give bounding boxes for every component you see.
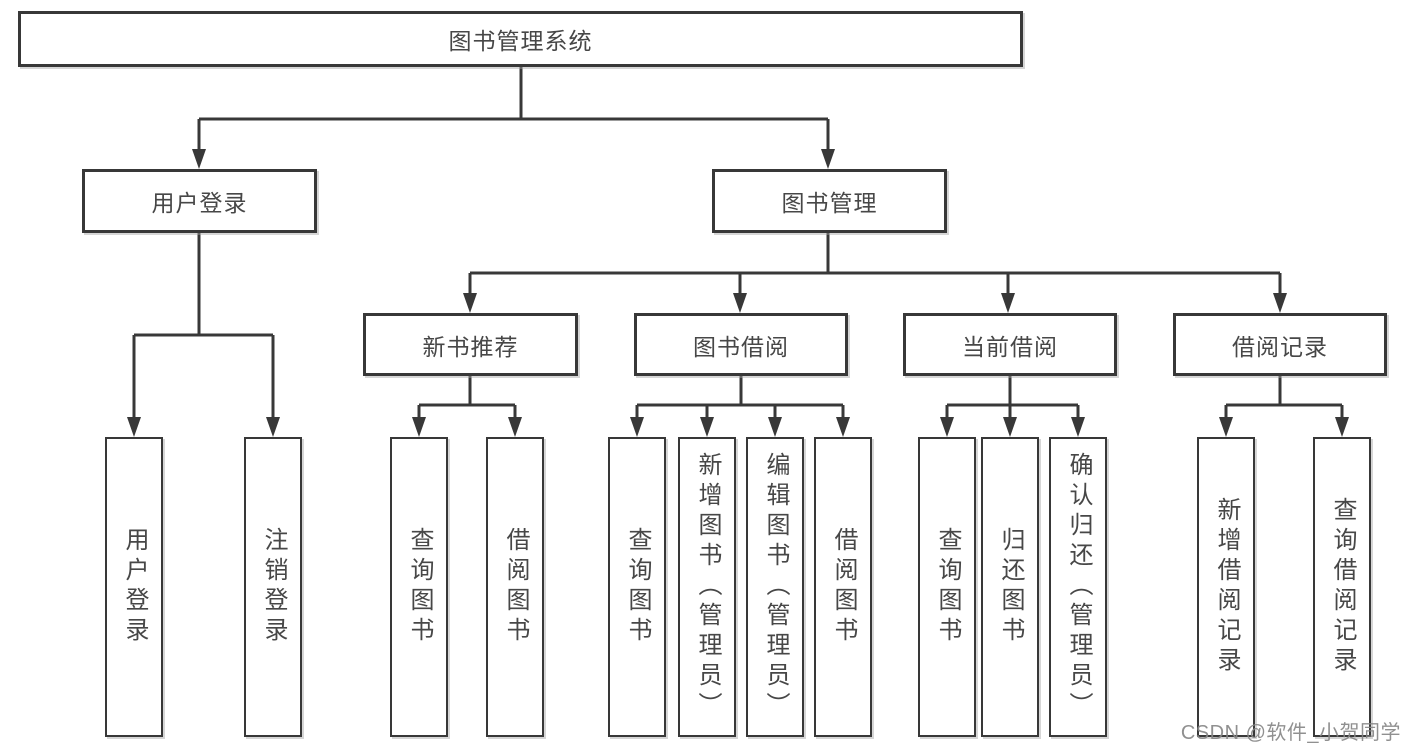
leaf-return-book: 归还图书 <box>981 437 1039 737</box>
tree-edges <box>132 67 1344 421</box>
node-book-management: 图书管理 <box>712 169 947 233</box>
leaf-add-borrow-record: 新增借阅记录 <box>1197 437 1255 737</box>
leaf-label: 新增图书（管理员） <box>694 452 721 722</box>
node-current-borrow: 当前借阅 <box>903 313 1117 376</box>
node-new-book-recommend: 新书推荐 <box>363 313 578 376</box>
node-label: 图书管理系统 <box>448 28 593 54</box>
leaf-label: 确认归还（管理员） <box>1065 452 1092 722</box>
leaf-label: 查询图书 <box>624 527 651 647</box>
node-system-root: 图书管理系统 <box>18 11 1023 67</box>
leaf-query-borrow-record: 查询借阅记录 <box>1313 437 1371 737</box>
arrowhead-icons <box>127 149 1349 437</box>
leaf-label: 借阅图书 <box>502 527 529 647</box>
node-label: 新书推荐 <box>422 333 519 360</box>
node-label: 图书管理 <box>781 190 878 216</box>
node-label: 借阅记录 <box>1232 333 1328 360</box>
leaf-borrow-books-2: 借阅图书 <box>814 437 872 737</box>
node-label: 当前借阅 <box>962 333 1058 360</box>
node-label: 图书借阅 <box>693 333 789 360</box>
node-book-borrow: 图书借阅 <box>634 313 848 376</box>
leaf-borrow-books-1: 借阅图书 <box>486 437 544 737</box>
leaf-logout: 注销登录 <box>244 437 302 737</box>
leaf-label: 注销登录 <box>260 527 287 647</box>
leaf-label: 用户登录 <box>121 527 148 647</box>
leaf-label: 新增借阅记录 <box>1213 497 1240 677</box>
csdn-watermark: CSDN @软件_小贺同学 <box>1180 722 1401 744</box>
node-user-login: 用户登录 <box>82 169 317 233</box>
node-label: 用户登录 <box>151 190 248 216</box>
leaf-confirm-return-admin: 确认归还（管理员） <box>1049 437 1107 737</box>
leaf-edit-book-admin: 编辑图书（管理员） <box>746 437 804 737</box>
leaf-label: 查询图书 <box>406 527 433 647</box>
leaf-add-book-admin: 新增图书（管理员） <box>678 437 736 737</box>
leaf-query-books-1: 查询图书 <box>390 437 448 737</box>
leaf-label: 借阅图书 <box>830 527 857 647</box>
leaf-user-login: 用户登录 <box>105 437 163 737</box>
leaf-label: 归还图书 <box>997 527 1024 647</box>
node-borrow-records: 借阅记录 <box>1173 313 1387 376</box>
leaf-query-books-3: 查询图书 <box>918 437 976 737</box>
leaf-query-books-2: 查询图书 <box>608 437 666 737</box>
leaf-label: 编辑图书（管理员） <box>762 452 789 722</box>
leaf-label: 查询借阅记录 <box>1329 497 1356 677</box>
leaf-label: 查询图书 <box>934 527 961 647</box>
